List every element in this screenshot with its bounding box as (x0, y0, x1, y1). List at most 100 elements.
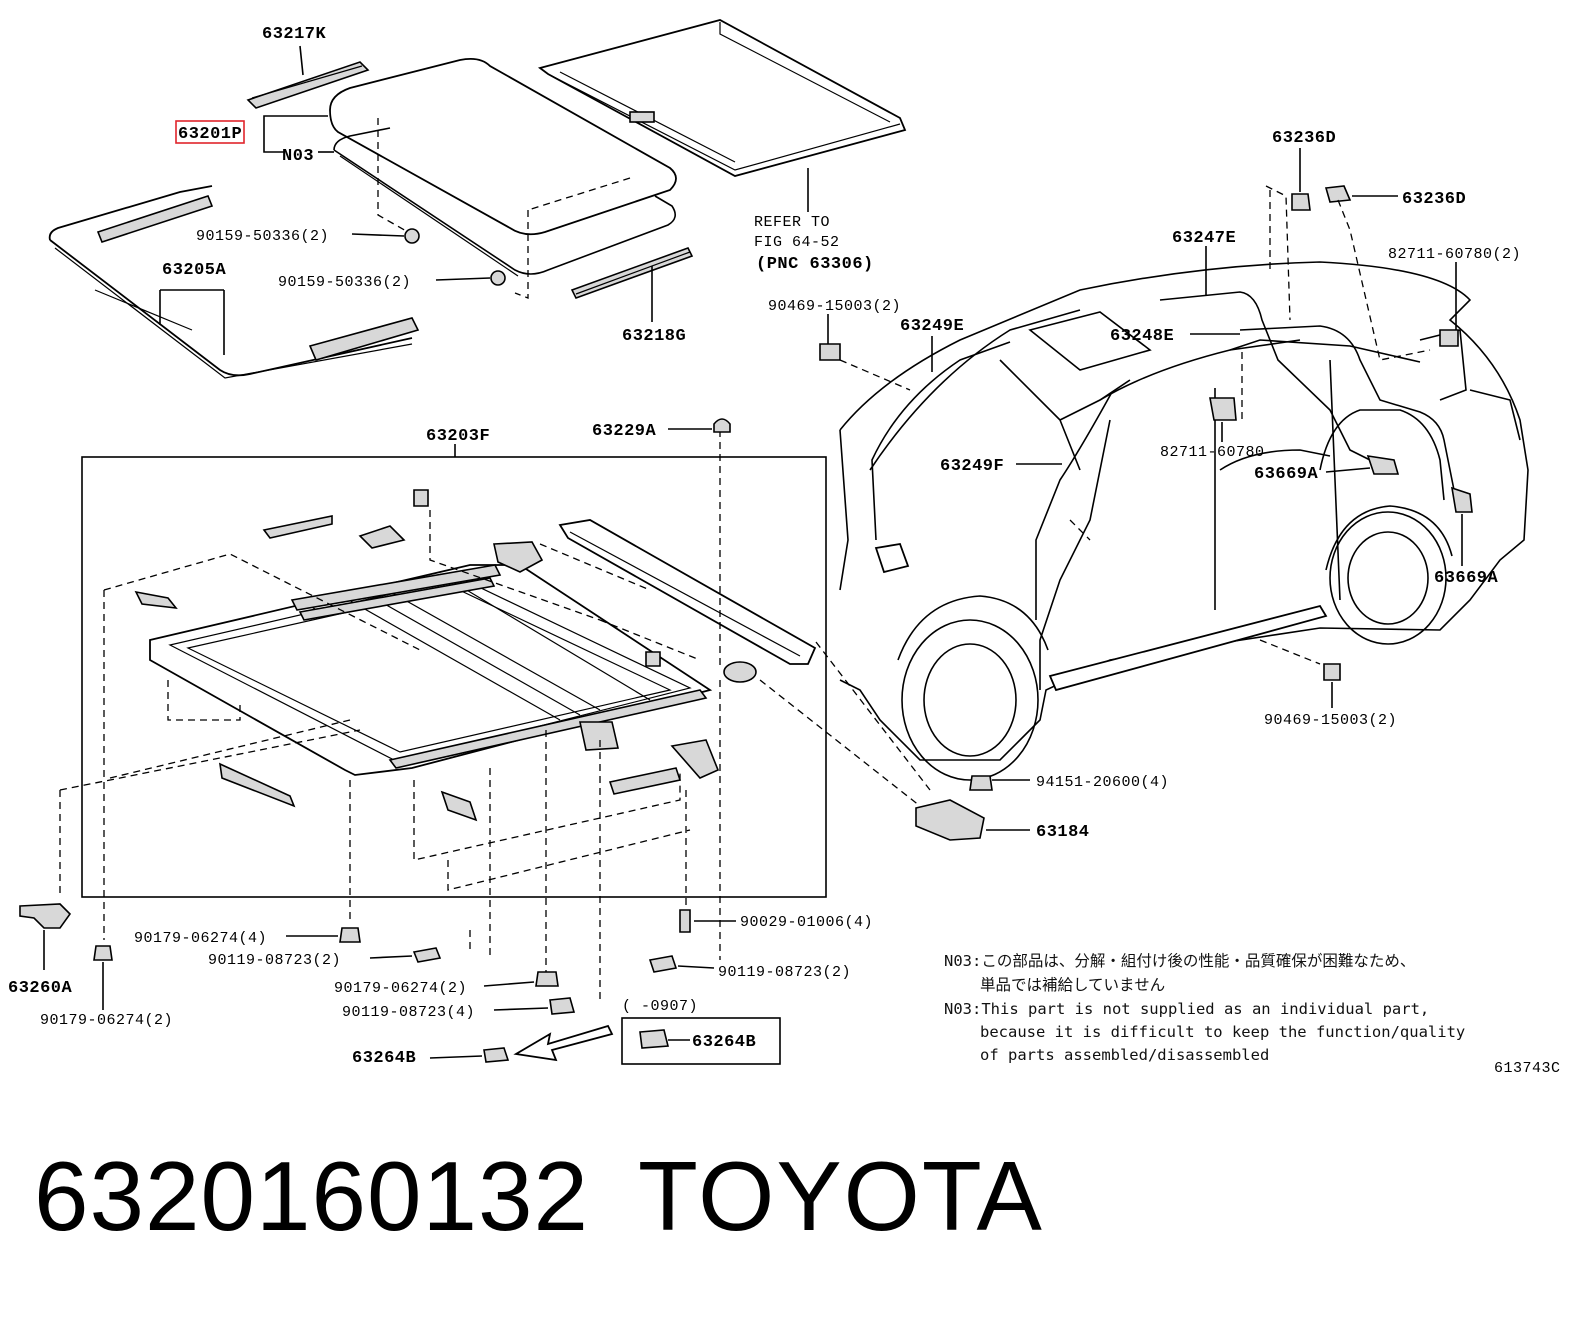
front-wheel (901, 619, 1039, 781)
label-63247e: 63247E (1172, 229, 1236, 248)
label-63229a: 63229A (592, 422, 657, 441)
grommet-right[interactable] (723, 661, 757, 683)
housing-group (59, 418, 931, 1000)
label-63669a-a: 63669A (1254, 465, 1319, 484)
label-90179-4: 90179-06274(4) (134, 930, 267, 947)
glass-weatherstrip[interactable] (333, 127, 676, 275)
drain-hose-63248e[interactable] (1239, 325, 1455, 491)
label-63249f: 63249F (940, 457, 1004, 476)
label-90119-4: 90119-08723(4) (342, 1004, 475, 1021)
highlight-box-63201p (175, 120, 245, 144)
drive-cable-block[interactable] (579, 721, 619, 751)
clip-small[interactable] (645, 651, 661, 667)
running-board (1048, 604, 1328, 692)
clip-82711-b[interactable] (1209, 397, 1237, 421)
bracket-mid-c[interactable] (670, 739, 720, 779)
label-63217k: 63217K (262, 25, 327, 44)
label-63260a: 63260A (8, 979, 73, 998)
sunshade-handle[interactable] (629, 111, 655, 123)
valve-63669a-a[interactable] (1366, 455, 1400, 475)
label-63669a-b: 63669A (1434, 569, 1499, 588)
valve-63669a-b[interactable] (1450, 486, 1473, 513)
label-refer-3: (PNC 63306) (756, 255, 874, 274)
bracket-top-c[interactable] (413, 489, 429, 507)
nut-94151[interactable] (969, 775, 993, 791)
label-90159-a: 90159-50336(2) (196, 228, 329, 245)
clip-63236d-b[interactable] (1324, 185, 1352, 203)
clip-90179-2a[interactable] (535, 971, 559, 987)
label-date: ( -0907) (622, 998, 698, 1015)
label-82711: 82711-60780 (1160, 444, 1265, 461)
inset-box-63264b (621, 1017, 781, 1065)
label-90469-b: 90469-15003(2) (1264, 712, 1397, 729)
rail-right[interactable] (558, 519, 817, 665)
motor-unit[interactable] (493, 541, 544, 573)
drain-hose-63249f[interactable] (1035, 391, 1113, 620)
label-90179-2a: 90179-06274(2) (334, 980, 467, 997)
label-90119-2a: 90119-08723(2) (208, 952, 341, 969)
bolt-90119-2a[interactable] (412, 947, 442, 963)
fastener-90159-a[interactable] (404, 228, 420, 244)
label-94151: 94151-20600(4) (1036, 774, 1169, 791)
note-en-3: of parts assembled/disassembled (980, 1046, 1269, 1064)
vehicle-body-outline (839, 261, 1529, 761)
label-63264b-b: 63264B (692, 1033, 756, 1052)
vehicle-group (819, 148, 1529, 841)
glass-assembly-group (48, 19, 907, 379)
bolt-90119-4[interactable] (549, 997, 576, 1015)
clip-90179-2b[interactable] (93, 945, 113, 961)
label-90119-2b: 90119-08723(2) (718, 964, 851, 981)
label-63218g: 63218G (622, 327, 686, 346)
clip-63264b[interactable] (483, 1047, 510, 1063)
label-refer-2: FIG 64-52 (754, 234, 840, 251)
label-n03: N03 (282, 147, 314, 166)
label-63184: 63184 (1036, 823, 1090, 842)
label-63203f: 63203F (426, 427, 490, 446)
rear-wheel (1329, 511, 1447, 645)
arrow-to-63264b (513, 1024, 614, 1062)
label-63236d-b: 63236D (1402, 190, 1466, 209)
fastener-group (19, 903, 781, 1065)
label-63201p[interactable]: 63201P (178, 125, 242, 144)
figure-code: 613743C (1494, 1060, 1561, 1077)
grommet-63229a[interactable] (713, 418, 731, 433)
label-90179-2b: 90179-06274(2) (40, 1012, 173, 1029)
bracket-top-b[interactable] (358, 525, 406, 549)
drain-hose-63249e[interactable] (871, 341, 1011, 541)
clip-90469-b[interactable] (1323, 663, 1341, 681)
part-number: 6320160132 (34, 1141, 590, 1251)
clip-82711-a[interactable] (1439, 329, 1459, 347)
bracket-left-lower[interactable] (219, 762, 296, 808)
clip-90179-4[interactable] (339, 927, 361, 943)
fastener-90159-b[interactable] (490, 270, 506, 286)
bracket-left-top[interactable] (134, 590, 178, 610)
bolt-90119-2b[interactable] (648, 955, 678, 973)
label-63264b-a: 63264B (352, 1049, 416, 1068)
label-63236d-a: 63236D (1272, 129, 1336, 148)
label-refer-1: REFER TO (754, 214, 830, 231)
bracket-top-a[interactable] (262, 515, 333, 539)
label-90469-a: 90469-15003(2) (768, 298, 901, 315)
brand-name: TOYOTA (638, 1141, 1044, 1251)
clip-90469-a[interactable] (819, 343, 841, 361)
clip-63264b-inset[interactable] (639, 1029, 670, 1049)
clip-63236d-a[interactable] (1291, 193, 1311, 211)
housing-63203f-box (81, 456, 827, 898)
note-jp-2: 単品では補給していません (980, 976, 1165, 994)
bracket-mid-b[interactable] (608, 767, 682, 795)
label-90029: 90029-01006(4) (740, 914, 873, 931)
bolt-90029[interactable] (679, 909, 691, 933)
bracket-mid-a[interactable] (440, 790, 478, 822)
label-82711-2: 82711-60780(2) (1388, 246, 1521, 263)
drain-hose-63247e[interactable] (1159, 291, 1371, 461)
label-63205a: 63205A (162, 261, 227, 280)
label-63248e: 63248E (1110, 327, 1174, 346)
bracket-63184[interactable] (915, 799, 985, 841)
drain-valve-63260a[interactable] (19, 903, 72, 929)
label-63249e: 63249E (900, 317, 964, 336)
label-90159-b: 90159-50336(2) (278, 274, 411, 291)
note-en-1: N03:This part is not supplied as an indi… (944, 1000, 1429, 1018)
note-jp-1: N03:この部品は、分解・組付け後の性能・品質確保が困難なため、 (944, 952, 1415, 970)
side-mirror (874, 542, 910, 574)
